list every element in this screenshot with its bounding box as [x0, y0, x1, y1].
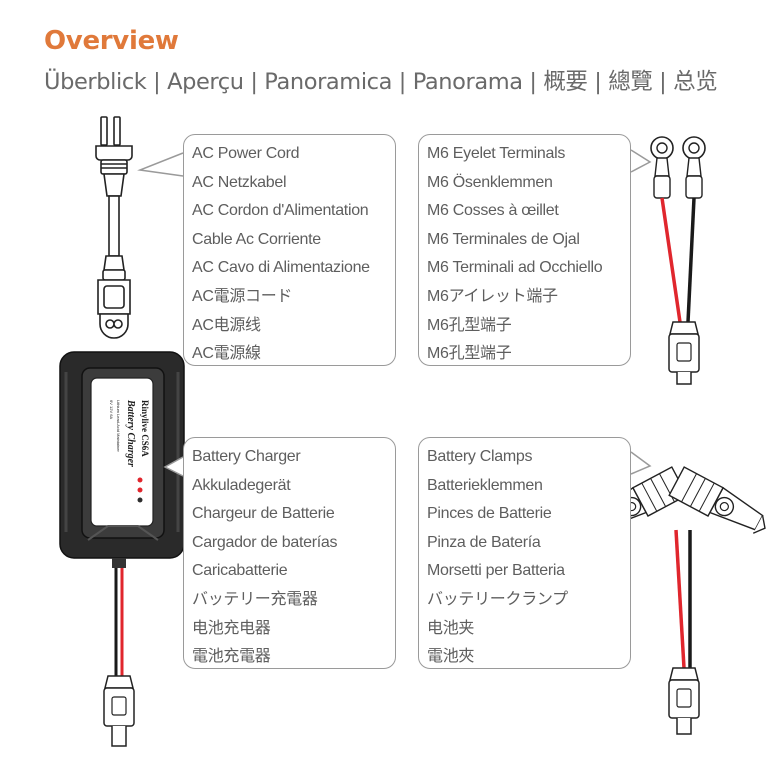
label-line: Chargeur de Batterie: [192, 505, 335, 523]
label-line: M6 Terminali ad Occhiello: [427, 259, 603, 277]
label-line: Morsetti per Batteria: [427, 562, 565, 580]
callout-pointer: [137, 152, 184, 177]
page-subtitle: Überblick | Aperçu | Panoramica | Panora…: [44, 69, 718, 95]
label-line: AC電源コード: [192, 287, 293, 305]
label-line: Caricabatterie: [192, 562, 288, 580]
label-line: Cargador de baterías: [192, 533, 338, 551]
battery-charger-icon: Rinylive CS6A Battery Charger Lithium Le…: [59, 351, 185, 747]
label-line: AC Netzkabel: [192, 173, 287, 191]
battery-clamps-label-box: Battery Clamps Batterieklemmen Pinces de…: [418, 437, 631, 669]
label-line: AC Cordon d'Alimentation: [192, 202, 369, 220]
label-line: M6 Ösenklemmen: [427, 173, 553, 191]
label-line: AC電源線: [192, 345, 261, 363]
label-line: バッテリークランプ: [427, 590, 568, 608]
label-line: Akkuladegerät: [192, 476, 291, 494]
label-line: Battery Charger: [192, 448, 301, 465]
charger-product-name: Battery Charger: [125, 399, 136, 467]
callout-pointer: [630, 149, 652, 173]
charger-spec: 6V 12V 6A: [109, 400, 114, 419]
callout-pointer: [630, 451, 652, 475]
label-line: AC电源线: [192, 316, 261, 334]
label-line: Pinza de Batería: [427, 533, 541, 551]
label-line: 電池充電器: [192, 648, 271, 666]
label-line: M6アイレット端子: [427, 287, 558, 305]
ac-plug-icon: [95, 116, 133, 339]
page-title: Overview: [44, 26, 179, 56]
charger-brand: Rinylive CS6A: [140, 400, 150, 457]
label-line: Batterieklemmen: [427, 476, 543, 494]
callout-pointer: [163, 456, 184, 477]
eyelet-terminal-icon: [650, 136, 706, 385]
battery-charger-label-box: Battery Charger Akkuladegerät Chargeur d…: [183, 437, 396, 669]
eyelet-terminals-label-box: M6 Eyelet Terminals M6 Ösenklemmen M6 Co…: [418, 134, 631, 366]
label-line: バッテリー充電器: [192, 590, 318, 608]
charger-subline: Lithium Lead-Acid Maintainer: [116, 400, 121, 452]
label-line: Battery Clamps: [427, 448, 533, 465]
label-line: 电池夹: [427, 619, 475, 637]
label-line: AC Cavo di Alimentazione: [192, 259, 370, 277]
label-line: M6 Eyelet Terminals: [427, 145, 566, 162]
label-line: AC Power Cord: [192, 145, 300, 162]
label-line: 電池夾: [427, 648, 475, 666]
label-line: M6 Terminales de Ojal: [427, 230, 580, 248]
label-line: M6 Cosses à œillet: [427, 202, 559, 220]
label-line: Cable Ac Corriente: [192, 230, 321, 248]
label-line: M6孔型端子: [427, 316, 512, 334]
label-line: Pinces de Batterie: [427, 505, 552, 523]
label-line: 电池充电器: [192, 619, 271, 637]
ac-power-cord-label-box: AC Power Cord AC Netzkabel AC Cordon d'A…: [183, 134, 396, 366]
label-line: M6孔型端子: [427, 345, 512, 363]
